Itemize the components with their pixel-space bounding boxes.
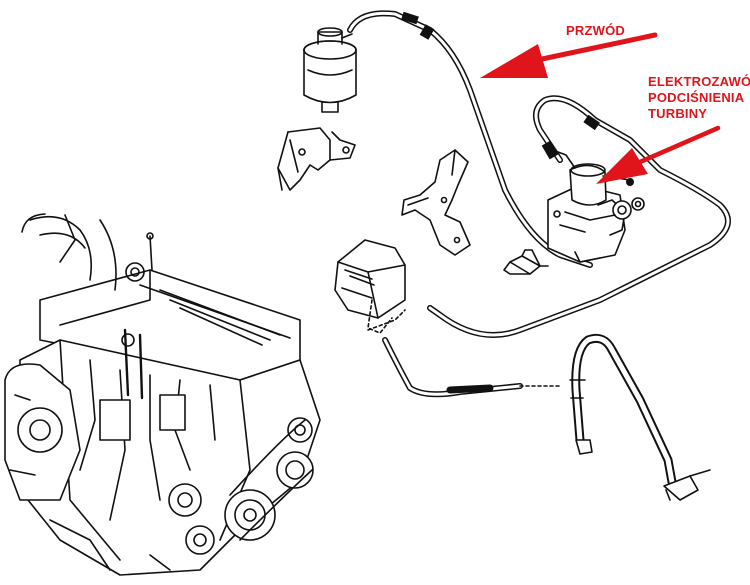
- vacuum-hose-upper: [347, 10, 593, 268]
- control-module-box: [334, 239, 406, 334]
- red-arrow-icon: [596, 125, 721, 184]
- red-arrow-icon: [480, 32, 658, 78]
- solenoid-valve-label: ELEKTROZAWÓR PODCIŚNIENIA TURBINY: [648, 74, 750, 122]
- engine-block: [4, 213, 321, 576]
- check-valve: [503, 249, 549, 275]
- valve-label-line: ELEKTROZAWÓR: [648, 74, 750, 89]
- mounting-bracket: [277, 127, 356, 191]
- vacuum-hose-lower: [382, 337, 561, 398]
- hose-label: PRZWÓD: [566, 23, 625, 38]
- boost-solenoid-valve: [547, 151, 645, 263]
- valve-bracket: [401, 149, 471, 256]
- vacuum-hose-right-loop: [427, 95, 731, 338]
- valve-label-line: PODCIŚNIENIA: [648, 90, 745, 105]
- valve-label-line: TURBINY: [648, 106, 708, 121]
- pipe-with-sensor: [569, 333, 711, 501]
- vacuum-canister: [303, 27, 357, 113]
